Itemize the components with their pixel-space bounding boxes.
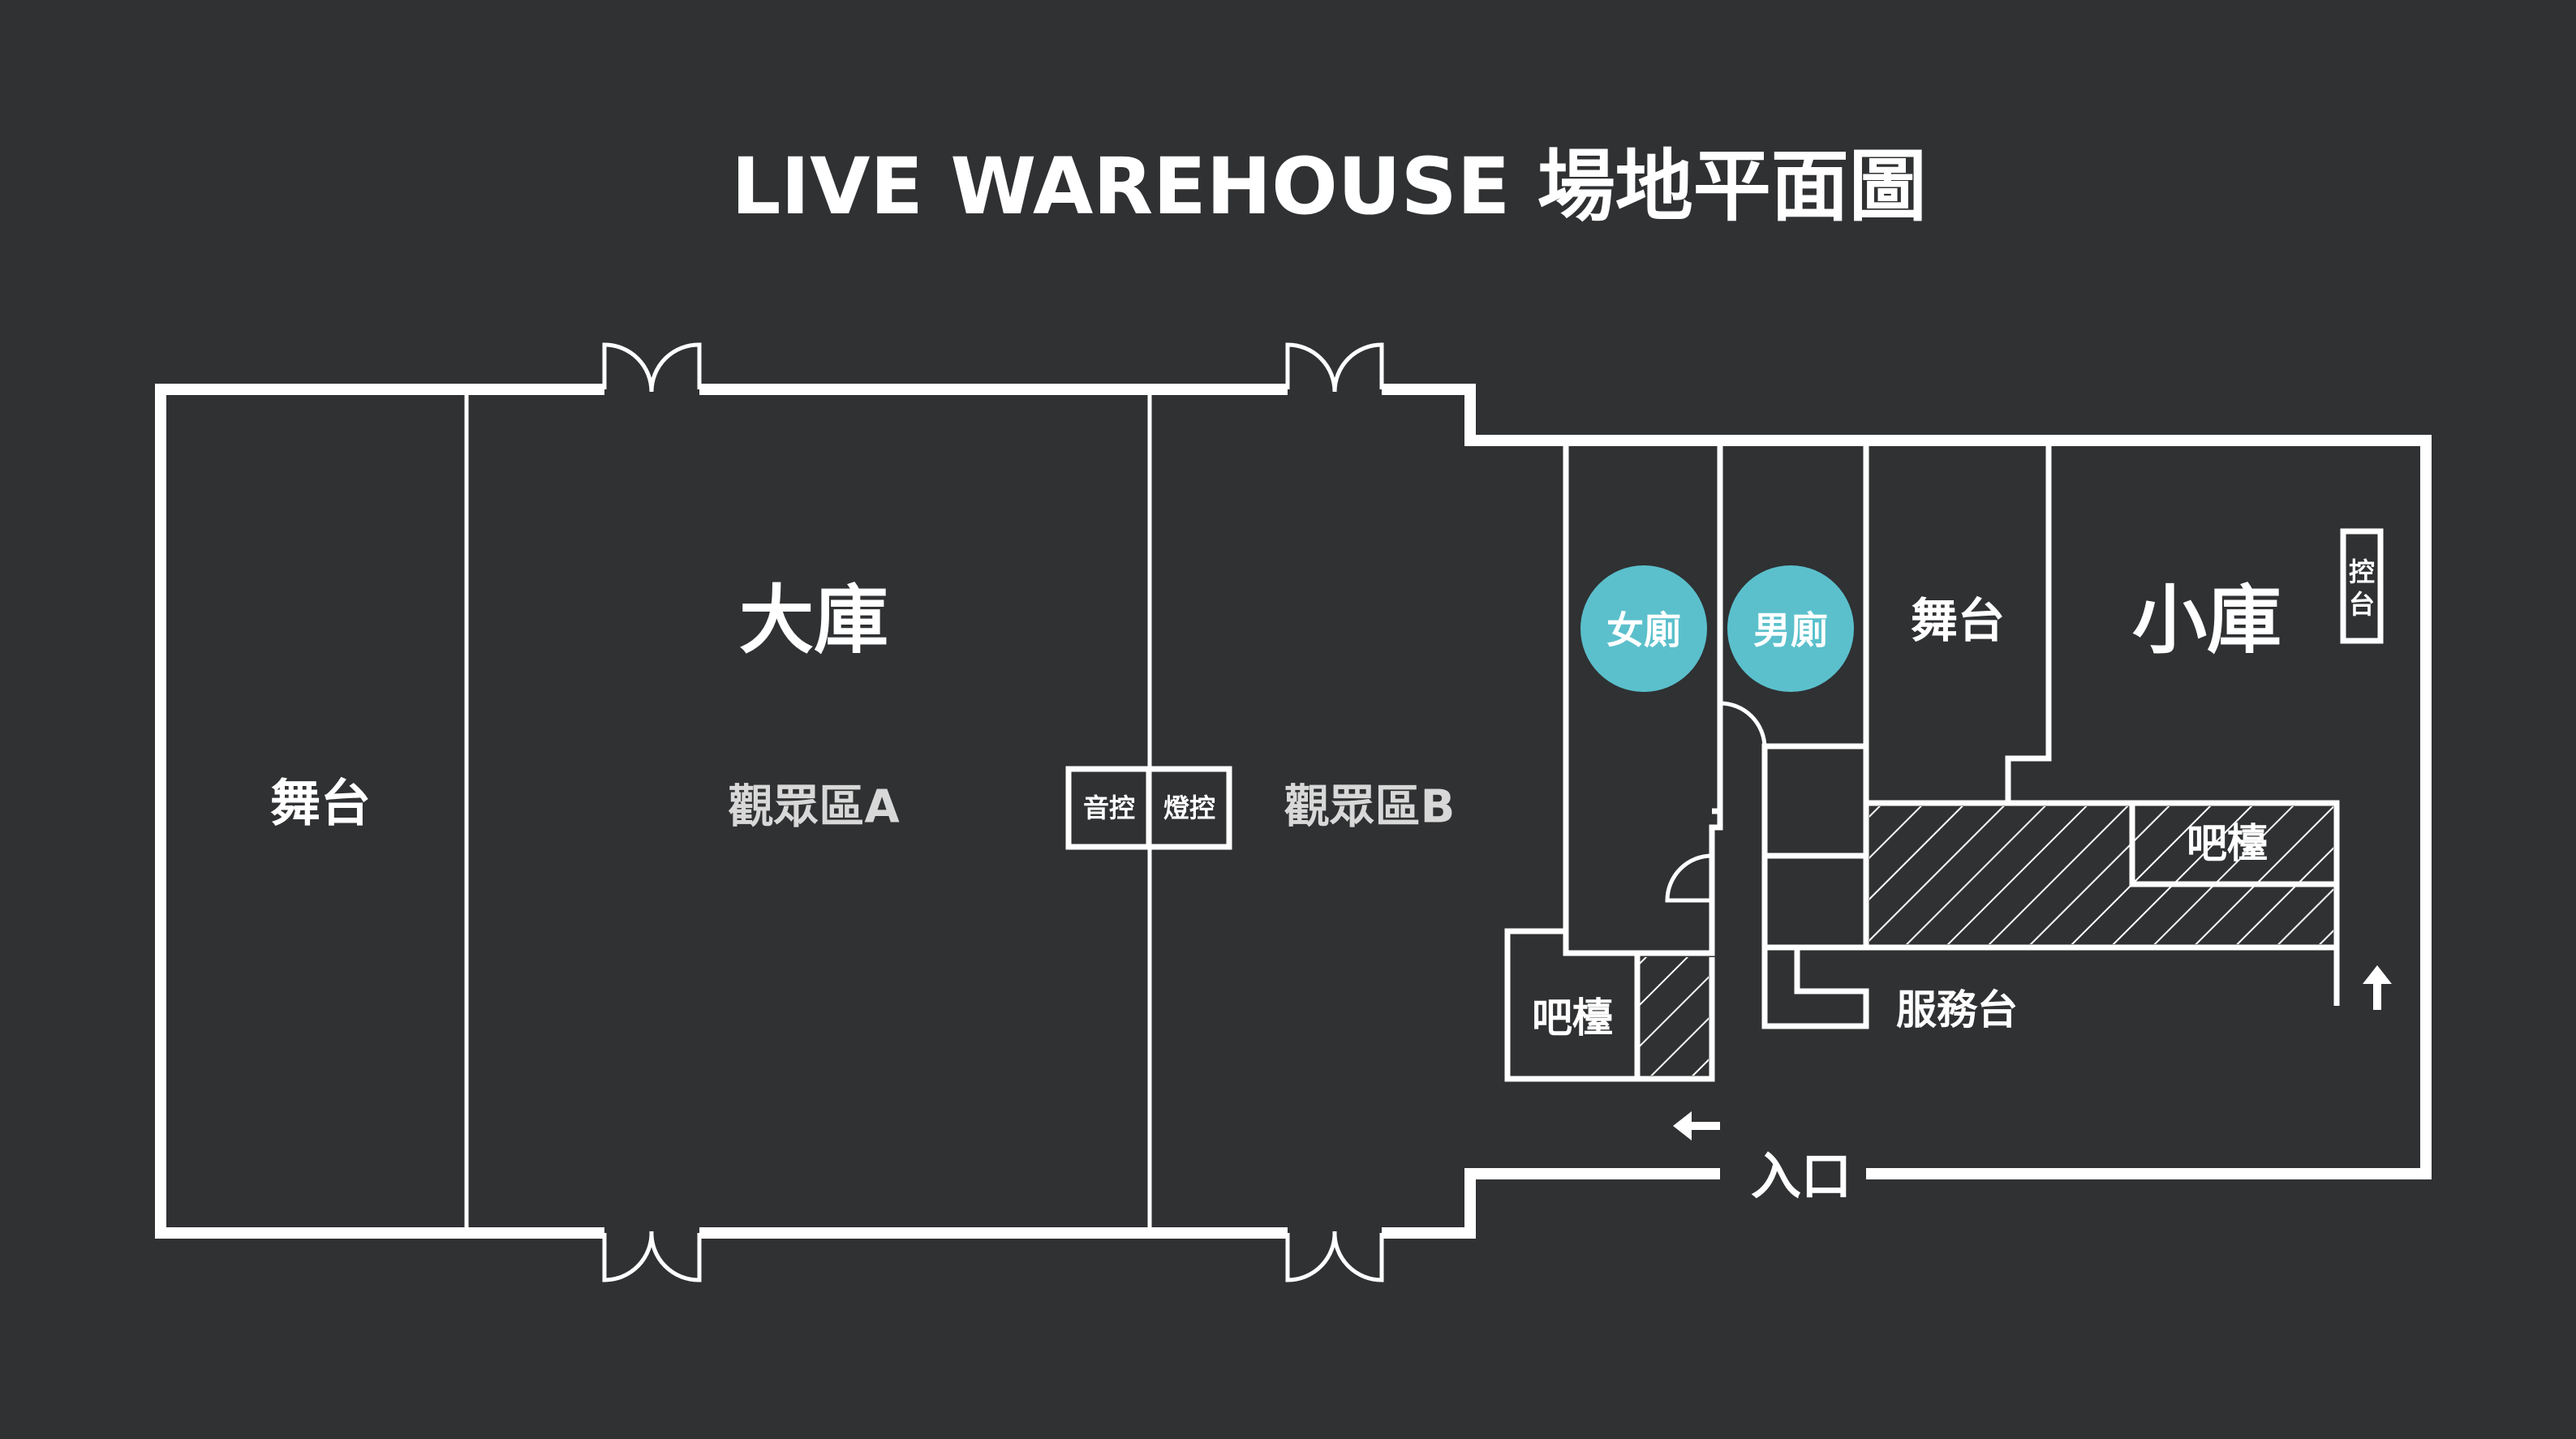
arrow-up-icon [2363, 965, 2392, 1010]
small-hall-control-label-2: 台 [2349, 589, 2375, 620]
lobby-bar-label: 吧檯 [1532, 994, 1613, 1042]
door-top-left[interactable] [602, 342, 702, 393]
sound-control-label: 音控 [1083, 793, 1135, 823]
entrance-label[interactable]: 入口 [1751, 1147, 1851, 1206]
service-desk-label: 服務台 [1896, 986, 2018, 1033]
women-restroom-marker[interactable] [1580, 565, 1707, 692]
restroom-block [1563, 446, 1869, 956]
light-control-label: 燈控 [1163, 793, 1215, 823]
door-bottom-right[interactable] [1285, 1231, 1384, 1282]
door-top-right[interactable] [1285, 342, 1384, 393]
small-hall-control-label-1: 控 [2349, 556, 2375, 587]
audience-b-label: 觀眾區B [1284, 781, 1456, 834]
arrow-left-icon [1673, 1111, 1720, 1140]
big-hall-stage-label: 舞台 [270, 774, 371, 833]
control-booth [1065, 766, 1232, 850]
lobby-bar [1504, 928, 1715, 1082]
small-hall-stage-label: 舞台 [1911, 593, 2005, 648]
small-hall-name: 小庫 [2132, 578, 2281, 664]
audience-a-label: 觀眾區A [728, 781, 900, 834]
big-hall-name: 大庫 [739, 578, 888, 664]
men-restroom-marker[interactable] [1727, 565, 1854, 692]
page-title: LIVE WAREHOUSE 場地平面圖 [731, 141, 1927, 232]
outer-walls [155, 384, 2432, 1239]
women-restroom-label: 女廁 [1606, 608, 1681, 652]
small-hall-bar-label: 吧檯 [2187, 820, 2268, 867]
service-desk [1761, 743, 2337, 1029]
door-bottom-left[interactable] [602, 1231, 702, 1282]
small-hall-structure [1866, 446, 2340, 1006]
small-hall-control-booth [2340, 528, 2384, 644]
men-restroom-label: 男廁 [1753, 608, 1828, 652]
